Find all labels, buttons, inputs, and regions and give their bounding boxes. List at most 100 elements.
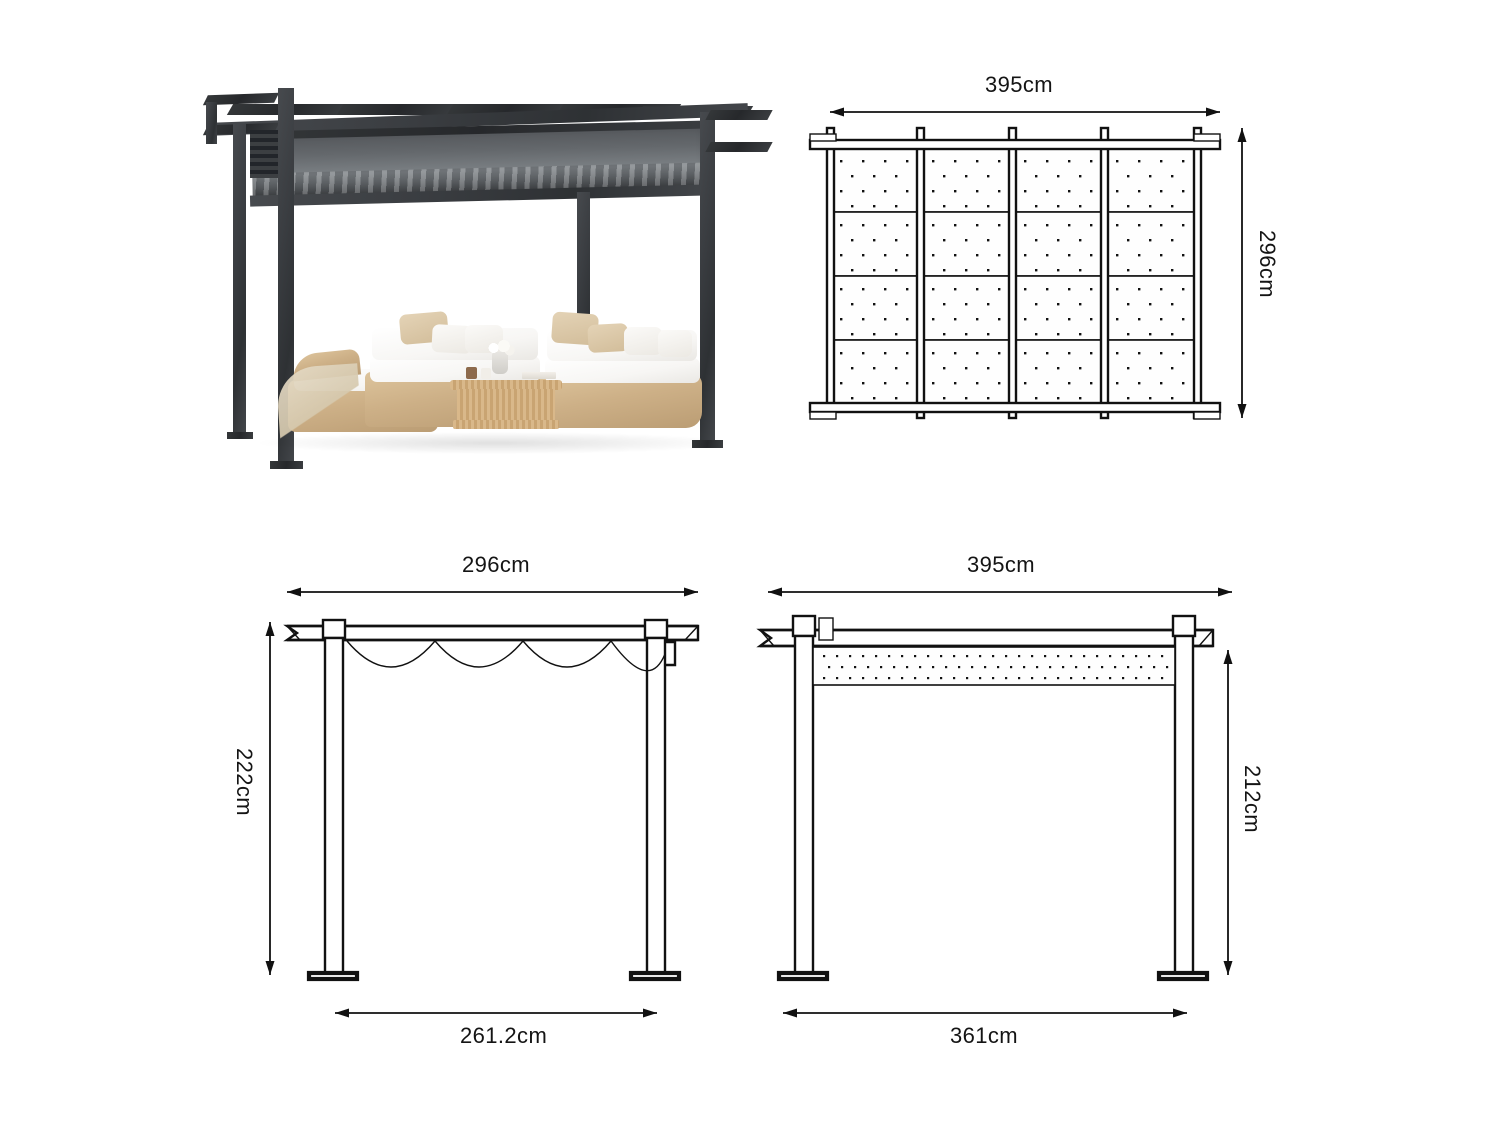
fabric-dot	[1044, 677, 1047, 680]
fabric-dot	[867, 666, 870, 669]
fabric-dot	[943, 269, 946, 272]
fabric-dot	[998, 160, 1001, 163]
fabric-dot	[1044, 655, 1047, 658]
fabric-dot	[873, 205, 876, 208]
fabric-dot	[1035, 175, 1038, 178]
fabric-dot	[1070, 677, 1073, 680]
fabric-dot	[895, 175, 898, 178]
fabric-dot	[1090, 352, 1093, 355]
dim-arrow-side-height	[265, 622, 275, 975]
fabric-dot	[927, 677, 930, 680]
fabric-dot	[987, 303, 990, 306]
fabric-dot	[840, 352, 843, 355]
fabric-dot	[1079, 175, 1082, 178]
fabric-dot	[873, 333, 876, 336]
fabric-dot	[851, 397, 854, 400]
fabric-dot	[1116, 318, 1119, 321]
fabric-dot	[1182, 382, 1185, 385]
fabric-dot	[851, 239, 854, 242]
fabric-dot	[1116, 352, 1119, 355]
beam-side	[283, 624, 700, 642]
fabric-dot	[873, 367, 876, 370]
post-right-foot	[692, 440, 723, 448]
side-footprint-label: 261.2cm	[460, 1023, 548, 1048]
rafters-vertical	[825, 126, 1203, 420]
left-side-beam	[206, 102, 217, 144]
fabric-dot	[1138, 254, 1141, 257]
fabric-dot	[1046, 288, 1049, 291]
fabric-dot	[1116, 288, 1119, 291]
fabric-dot	[1116, 160, 1119, 163]
fabric-dot	[895, 367, 898, 370]
fabric-dot	[932, 224, 935, 227]
fabric-dot	[1127, 397, 1130, 400]
fabric-dot	[901, 655, 904, 658]
fabric-dot	[1116, 254, 1119, 257]
fabric-dot	[884, 224, 887, 227]
fabric-dot	[979, 655, 982, 658]
fabric-dot	[895, 205, 898, 208]
fabric-dot	[851, 269, 854, 272]
fabric-dot	[1035, 397, 1038, 400]
fabric-dot	[906, 352, 909, 355]
flower-bouquet	[484, 338, 516, 358]
fabric-dot	[862, 224, 865, 227]
fabric-dot	[1090, 254, 1093, 257]
fabric-dot	[1046, 224, 1049, 227]
fabric-dot	[1079, 239, 1082, 242]
fabric-dot	[1160, 352, 1163, 355]
fabric-dot	[965, 175, 968, 178]
canopy-swags	[346, 640, 666, 672]
fabric-dot	[943, 175, 946, 178]
fabric-dot	[1010, 666, 1013, 669]
fabric-dot	[987, 269, 990, 272]
fabric-dot	[849, 677, 852, 680]
fabric-dot	[1057, 397, 1060, 400]
fabric-dot	[873, 269, 876, 272]
fabric-dot	[943, 333, 946, 336]
fabric-dot	[1127, 303, 1130, 306]
fabric-dot	[840, 288, 843, 291]
sofa-base-right	[540, 374, 702, 428]
fabric-dot	[998, 224, 1001, 227]
beam-bottom	[808, 401, 1222, 420]
fabric-dot	[1127, 367, 1130, 370]
fabric-dot	[884, 288, 887, 291]
fabric-dot	[966, 655, 969, 658]
fabric-dot	[893, 666, 896, 669]
fabric-dot	[943, 239, 946, 242]
fabric-dot	[873, 303, 876, 306]
fabric-dot	[1083, 655, 1086, 658]
fabric-dot	[895, 333, 898, 336]
fabric-dot	[1068, 288, 1071, 291]
fabric-dot	[1049, 666, 1052, 669]
fabric-dot	[1090, 318, 1093, 321]
fabric-dot	[1127, 239, 1130, 242]
fabric-dot	[895, 269, 898, 272]
fabric-dot	[1182, 254, 1185, 257]
fabric-dot	[873, 397, 876, 400]
fabric-dot	[945, 666, 948, 669]
fabric-dot	[1031, 677, 1034, 680]
fabric-dot	[932, 666, 935, 669]
fabric-dot	[884, 318, 887, 321]
fabric-dot	[906, 318, 909, 321]
fabric-dot	[1182, 190, 1185, 193]
fabric-dot	[943, 205, 946, 208]
fabric-dot	[1182, 318, 1185, 321]
side-elevation-svg	[265, 587, 700, 1018]
fabric-dot	[862, 160, 865, 163]
fabric-dot	[1138, 318, 1141, 321]
fabric-dot	[914, 677, 917, 680]
top-width-label: 395cm	[985, 72, 1054, 97]
fabric-dot	[1046, 382, 1049, 385]
fabric-dot	[1171, 333, 1174, 336]
fabric-dot	[954, 318, 957, 321]
fabric-dot	[1148, 655, 1151, 658]
fabric-dot	[1171, 205, 1174, 208]
fabric-dot	[884, 160, 887, 163]
fabric-dot	[836, 655, 839, 658]
pillow-white-3	[624, 327, 662, 355]
fabric-dot	[1024, 254, 1027, 257]
